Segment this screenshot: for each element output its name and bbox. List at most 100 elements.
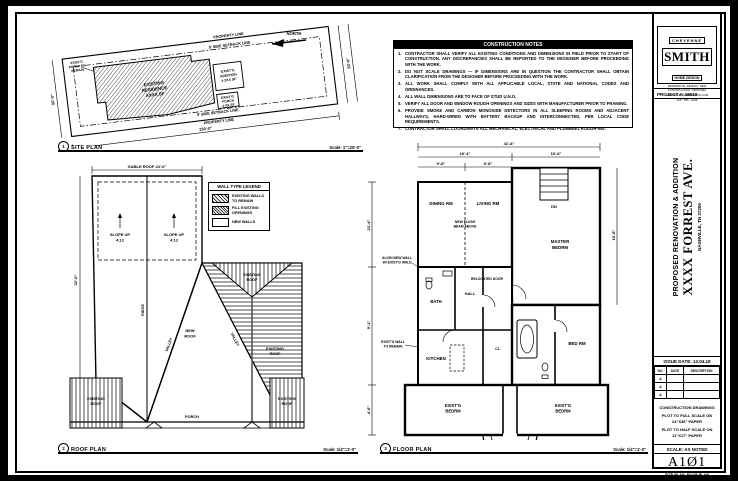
sheet-scale: SCALE: AS NOTED xyxy=(654,444,720,454)
north-label: NORTH xyxy=(287,31,302,36)
room-label: CL. xyxy=(495,347,501,351)
site-residence-label: RESIDENCE xyxy=(141,85,167,93)
pitch-label: 4:12 xyxy=(170,238,179,243)
porch-label: PORCH xyxy=(185,415,199,419)
dim-label: 10'-8" xyxy=(551,151,562,156)
site-residence-label: EXISTING xyxy=(143,80,165,88)
sheet-title-line: AND 1ST FLOOR PLAN xyxy=(666,477,708,481)
note-label: EXIST'G WALL xyxy=(381,340,405,344)
rev-col-no: NO. xyxy=(654,366,667,375)
title-block: CHEYENNE SMITH HOME DESIGN RESIDENTIAL D… xyxy=(652,12,722,481)
site-addition-label: EXIST'G xyxy=(221,68,235,74)
legend-row: FILL EXISTING OPENINGS xyxy=(212,206,266,215)
room-label: HALL xyxy=(465,291,476,296)
legend-row: NEW WALLS xyxy=(212,218,266,227)
slope-label: SLOPE UP xyxy=(164,232,185,237)
dim-label: 16'-8" xyxy=(611,229,616,240)
site-dim-left: 50'-0" xyxy=(49,94,55,105)
room-label: EXIST'G xyxy=(445,403,461,408)
drawing-set-note: PLOT TO FULL SCALE ON 24"X36" PAPER xyxy=(661,413,713,424)
title-rule xyxy=(380,452,648,454)
title-rule xyxy=(58,150,363,152)
rev-col-date: DATE xyxy=(666,366,684,375)
existing-residence-footprint xyxy=(92,54,216,121)
wall-legend-header: WALL TYPE LEGEND xyxy=(209,183,269,191)
roof-dim-top: GABLE ROOF 24'-0" xyxy=(128,164,167,169)
site-plan-title: SITE PLAN xyxy=(71,144,103,151)
dim-label: 9'-8" xyxy=(437,161,446,166)
room-label: LIVING RM xyxy=(477,201,500,206)
roof-plan-scale: Scale: 1/4"=1'-0" xyxy=(323,446,356,452)
site-addition-label: ± 2XX SF xyxy=(221,77,237,83)
rev-col-desc: DESCRIPTION xyxy=(683,366,720,375)
construction-notes-list: CONTRACTOR SHALL VERIFY ALL EXISTING CON… xyxy=(397,51,629,132)
existing-roof-label: ROOF xyxy=(247,278,259,282)
stairs-dn-label: DN xyxy=(551,204,557,209)
note-label: W/ EXIST'G WALL xyxy=(383,261,412,265)
note-label: BEAM ABOVE xyxy=(454,225,478,229)
drawing-set-note: PLOT TO HALF SCALE ON 11"X17" PAPER xyxy=(661,427,713,438)
revision-row: Δ xyxy=(654,382,720,391)
project-city: NASHVILLE, TN 37206 xyxy=(696,203,702,251)
project-number: PROJECT #: 18010 xyxy=(654,88,720,99)
room-label: BEDRM xyxy=(555,409,571,414)
drawing-set-note: CONSTRUCTION DRAWINGS xyxy=(659,405,715,410)
site-dim-right: 50'-0" xyxy=(345,57,351,68)
dim-label: 22'-4" xyxy=(366,219,371,230)
revision-delta-icon: Δ xyxy=(654,374,667,383)
note-label: TO REMAIN xyxy=(384,345,404,349)
sheet-title-line: SITE PLAN, ROOF PLAN xyxy=(664,473,710,477)
construction-note: ALL WALL DIMENSIONS ARE TO FACE OF STUD … xyxy=(398,93,517,100)
project-title: PROPOSED RENOVATION & ADDITION xyxy=(672,157,680,297)
dim-label: 9'-8" xyxy=(484,161,493,166)
construction-note: DO NOT SCALE DRAWINGS — IF DIMENSIONS AR… xyxy=(398,68,629,80)
site-residence-label: XXXX SF xyxy=(146,91,165,98)
logo-brand-top: CHEYENNE xyxy=(668,37,706,44)
legend-row: EXISTING WALLS TO REMAIN xyxy=(212,194,266,203)
existing-roof-label: EXISTING xyxy=(266,347,284,351)
site-porch-note: REMAIN xyxy=(71,67,85,73)
wall-type-legend: WALL TYPE LEGEND EXISTING WALLS TO REMAI… xyxy=(208,182,270,231)
revision-row: Δ xyxy=(654,374,720,383)
project-address: XXXX FORREST AVE. xyxy=(680,158,695,296)
note-label: NEW FLUSH xyxy=(455,220,476,224)
property-line-label: PROPERTY LINE xyxy=(213,32,244,40)
setback-line-label: 5' SIDE SETBACK LINE xyxy=(197,108,240,117)
site-plan-drawing: EXISTING RESIDENCE XXXX SF EXIST'G ADDIT… xyxy=(49,23,358,146)
site-plan-title-row: 1 SITE PLAN Scale: 1"=20'-0" xyxy=(58,138,363,152)
dim-label: 19'-4" xyxy=(460,151,471,156)
site-porch-label: ± XX SF xyxy=(222,102,235,107)
site-plan-scale: Scale: 1"=20'-0" xyxy=(329,144,361,150)
floor-plan-title-row: 3 FLOOR PLAN Scale: 1/4"=1'-0" xyxy=(380,440,648,454)
pitch-label: 4:12 xyxy=(116,238,125,243)
existing-roof-label: ROOF xyxy=(282,402,294,406)
north-arrow-icon: NORTH xyxy=(271,31,307,47)
dim-label: 41'-8" xyxy=(504,141,515,146)
room-label: BATH xyxy=(430,299,441,304)
existing-roof-label: EXISTING xyxy=(87,397,105,401)
site-addition-label: ADDITION xyxy=(220,72,238,78)
dim-label: 9'-1" xyxy=(366,321,371,330)
slope-label: SLOPE UP xyxy=(110,232,131,237)
site-porch-note: PORCH TO xyxy=(69,63,87,69)
ridge-label: RIDGE xyxy=(141,304,145,316)
room-label: BEDRM xyxy=(552,245,568,250)
logo-brand-sub: HOME DESIGN xyxy=(671,74,703,81)
existing-wall-swatch xyxy=(212,194,229,203)
valley-label: VALLEY xyxy=(230,332,240,347)
roof-plan-title: ROOF PLAN xyxy=(71,446,107,453)
site-dim-bottom: 150'-0" xyxy=(199,125,213,132)
room-label: DINING RM xyxy=(429,201,453,206)
sheet-number: A1Ø1 xyxy=(667,455,707,470)
legend-label: EXISTING WALLS TO REMAIN xyxy=(232,194,265,203)
floor-plan-drawing: 41'-8" 19'-4" 10'-8" 9'-8" 9'-8" 22'-4" … xyxy=(366,141,618,440)
room-label: BEDRM xyxy=(445,409,461,414)
sheet-title: SITE PLAN, ROOF PLAN AND 1ST FLOOR PLAN xyxy=(654,471,720,481)
logo-contact: CHEYENNESMITHDESIGN.COM xyxy=(665,92,709,97)
site-plan-rotated-group: EXISTING RESIDENCE XXXX SF EXIST'G ADDIT… xyxy=(49,23,358,146)
floor-plan-title: FLOOR PLAN xyxy=(393,446,432,453)
logo-tagline: RESIDENTIAL DESIGN / NEW CONSTRUCTION / … xyxy=(667,84,707,92)
setback-line-label: 5' SIDE SETBACK LINE xyxy=(209,40,252,49)
room-label: MASTER xyxy=(551,239,570,244)
legend-label: FILL EXISTING OPENINGS xyxy=(232,206,259,215)
